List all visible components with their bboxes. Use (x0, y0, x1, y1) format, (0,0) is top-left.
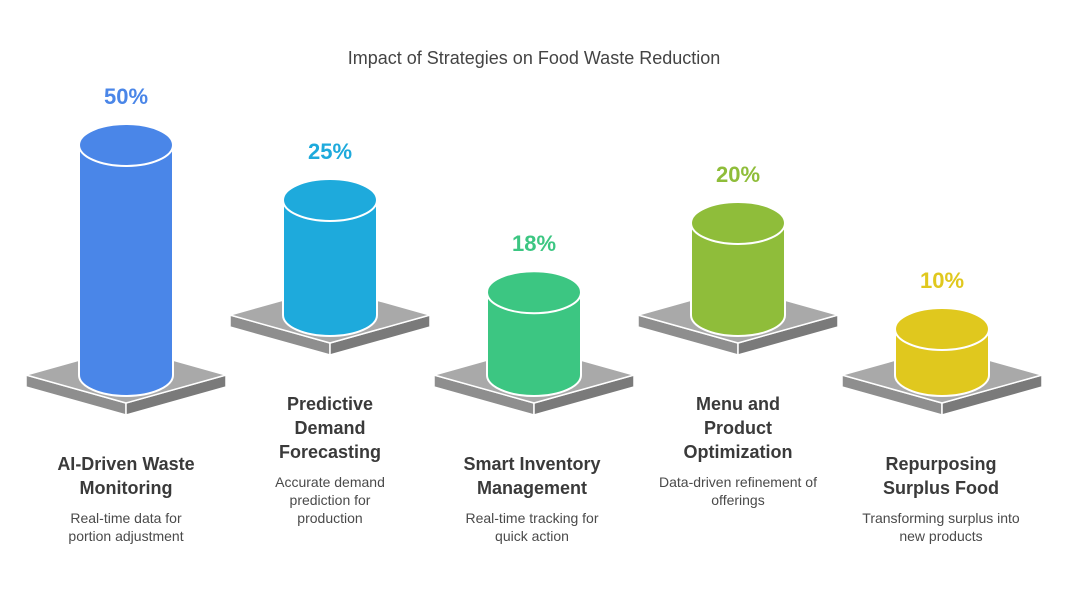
bar-group: 20% (637, 162, 839, 356)
category-label: AI-Driven Waste Monitoring (57, 454, 195, 498)
bar (78, 144, 174, 397)
value-label: 10% (920, 268, 964, 293)
bar-top (486, 270, 582, 315)
value-label: 18% (512, 231, 556, 256)
bar-top (78, 123, 174, 167)
bar-group: 10% (841, 268, 1043, 416)
caption-3: Menu and Product Optimization Data-drive… (638, 392, 838, 509)
caption-4: Repurposing Surplus Food Transforming su… (841, 452, 1041, 545)
category-label: Menu and Product Optimization (683, 394, 793, 462)
category-label: Smart Inventory Management (463, 454, 601, 498)
value-label: 20% (716, 162, 760, 187)
chart-title: Impact of Strategies on Food Waste Reduc… (347, 48, 721, 68)
caption-0: AI-Driven Waste Monitoring Real-time dat… (26, 452, 226, 545)
caption-1: Predictive Demand Forecasting Accurate d… (230, 392, 430, 527)
bar-top (690, 201, 786, 245)
bar-top (894, 307, 990, 351)
category-description: Transforming surplus into new products (862, 510, 1020, 544)
bar (282, 199, 378, 337)
category-description: Real-time data for portion adjustment (68, 510, 184, 544)
bar-top (282, 178, 378, 222)
bar-group: 25% (229, 139, 431, 356)
bar (486, 291, 582, 397)
bar-group: 18% (433, 231, 635, 416)
bars-layer: 50% 25% 18% 20% 10% (25, 84, 1043, 416)
value-label: 25% (308, 139, 352, 164)
category-description: Accurate demand prediction for productio… (275, 474, 385, 526)
value-label: 50% (104, 84, 148, 109)
category-label: Predictive Demand Forecasting (278, 394, 382, 462)
category-description: Real-time tracking for quick action (465, 510, 599, 544)
caption-2: Smart Inventory Management Real-time tra… (432, 452, 632, 545)
bar (690, 222, 786, 337)
category-description: Data-driven refinement of offerings (659, 474, 817, 508)
category-label: Repurposing Surplus Food (883, 454, 999, 498)
bar-group: 50% (25, 84, 227, 416)
